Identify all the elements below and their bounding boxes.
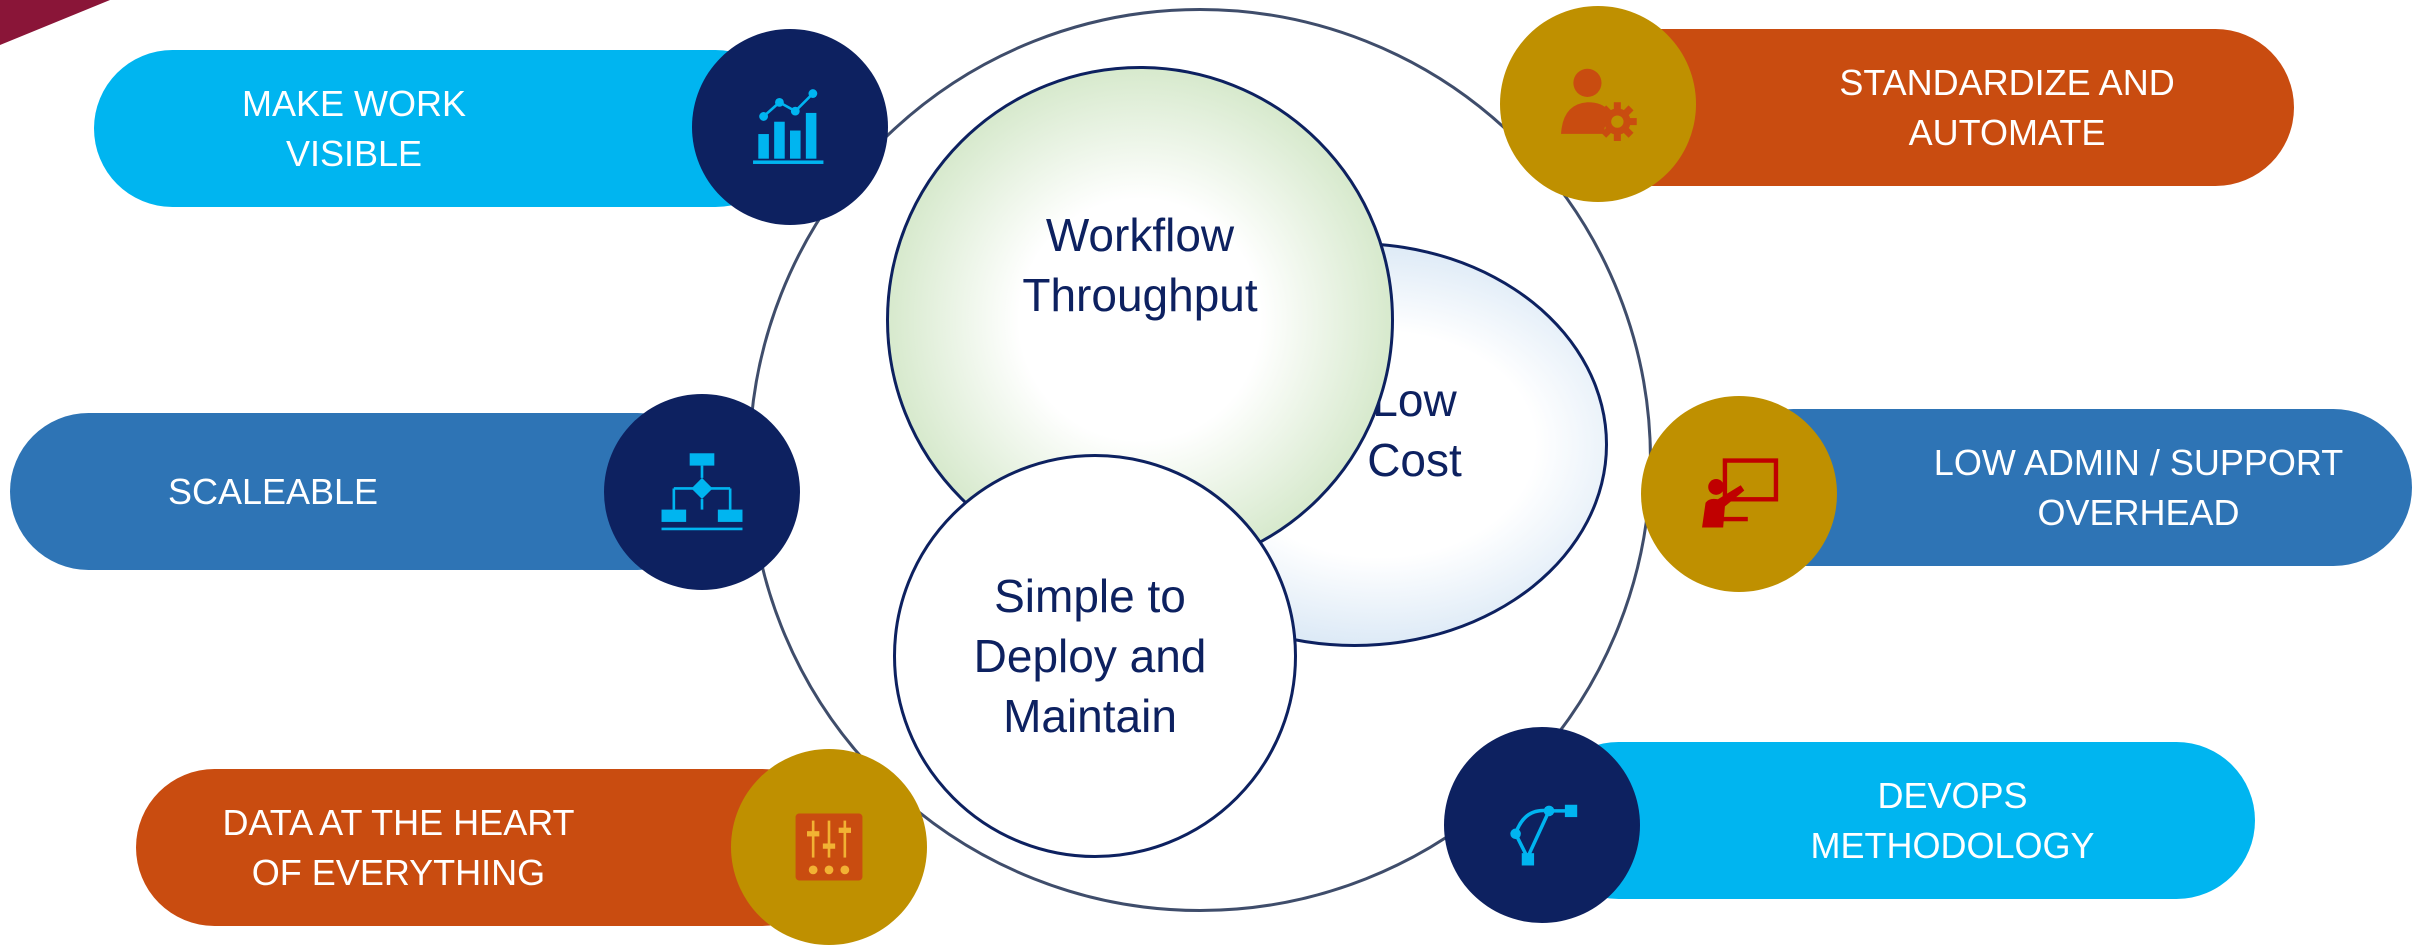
pill-scaleable: SCALEABLE [10,413,716,570]
presenter-icon [1702,458,1779,528]
badge-make-work-visible [692,29,888,225]
venn-workflow-label: Workflow Throughput [1022,209,1258,321]
sliders-icon [795,813,863,881]
pill-make-work-visible: MAKE WORK VISIBLE [94,50,794,207]
pill-devops-label: DEVOPS METHODOLOGY [1810,774,2095,866]
chart-icon [753,89,824,164]
org-chart-icon [661,453,743,531]
venn-simple-label: Simple to Deploy and Maintain [973,570,1207,742]
badge-scaleable [604,394,800,590]
badge-data-at-heart [731,749,927,945]
corner-accent [0,0,110,45]
badge-devops [1444,727,1640,923]
user-gear-icon [1561,68,1637,141]
pill-devops: DEVOPS METHODOLOGY [1540,742,2255,899]
pill-make-work-visible-label: MAKE WORK VISIBLE [241,82,466,174]
venn-simple-deploy: Simple to Deploy and Maintain [893,454,1297,858]
badge-low-admin [1641,396,1837,592]
pill-standardize-label: STANDARDIZE AND AUTOMATE [1839,61,2175,153]
pill-data-at-heart: DATA AT THE HEART OF EVERYTHING [136,769,841,926]
pill-low-admin-label: LOW ADMIN / SUPPORT OVERHEAD [1933,441,2344,533]
vector-path-icon [1510,804,1578,866]
pill-data-at-heart-label: DATA AT THE HEART OF EVERYTHING [222,801,575,893]
badge-standardize [1500,6,1696,202]
pill-scaleable-label: SCALEABLE [167,470,379,512]
venn-low-cost-label: Low Cost [1367,373,1462,486]
pill-low-admin: LOW ADMIN / SUPPORT OVERHEAD [1715,409,2412,566]
